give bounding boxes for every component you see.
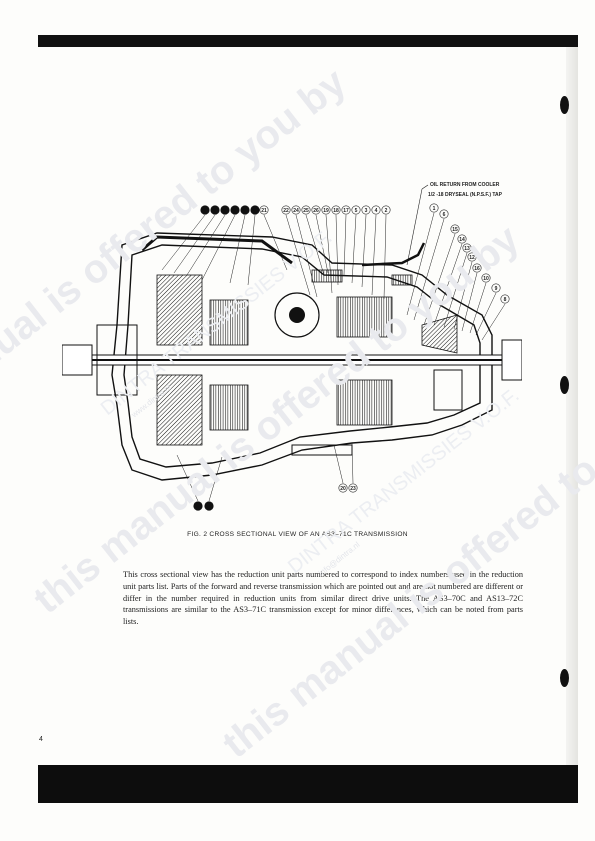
callout-16: 16 [474,266,480,272]
callout-numbers-bottom: 20 23 [338,483,358,493]
callout-25: 25 [303,208,309,214]
callout-6: 6 [443,212,446,218]
note-oil-return: OIL RETURN FROM COOLER [430,182,500,188]
callout-4: 4 [375,208,378,214]
callout-14: 14 [459,237,465,243]
callout-3: 3 [365,208,368,214]
oil-return-line [361,242,426,267]
main-shaft [62,324,522,396]
callout-18: 18 [333,208,339,214]
leader-lines [161,212,506,502]
callout-15: 15 [452,227,458,233]
figure-caption: FIG. 2 CROSS SECTIONAL VIEW OF AN AS3–71… [187,531,408,538]
callout-26: 26 [313,208,319,214]
callout-2: 2 [385,208,388,214]
transmission-cross-section-drawing: OIL RETURN FROM COOLER 1/2 -18 DRYSEAL (… [62,182,522,511]
callout-8: 8 [504,297,507,303]
callout-dots-top [200,205,260,215]
callout-21: 21 [261,208,267,214]
scan-top-border [38,35,578,47]
callout-12: 12 [469,255,475,261]
callout-19: 19 [323,208,329,214]
note-dryseal-tap: 1/2 -18 DRYSEAL (N.P.S.F.) TAP [428,192,503,198]
callout-5: 5 [355,208,358,214]
callout-10: 10 [483,276,489,282]
gear-sets [156,269,463,456]
callout-9: 9 [495,286,498,292]
callout-22: 22 [283,208,289,214]
oil-passage [141,235,293,265]
callout-numbers-top: 21 22 24 25 26 19 18 17 5 3 4 2 1 [259,203,510,304]
callout-17: 17 [343,208,349,214]
binder-hole-top [560,96,569,114]
callout-20: 20 [340,486,346,492]
callout-24: 24 [293,208,299,214]
scan-right-edge [566,47,578,765]
body-paragraph: This cross sectional view has the reduct… [123,570,523,627]
callout-13: 13 [464,246,470,252]
page-number: 4 [39,736,43,743]
callout-23: 23 [350,486,356,492]
callout-dots-bottom [193,501,214,511]
binder-hole-bottom [560,669,569,687]
callout-1: 1 [433,206,436,212]
scan-bottom-border [38,765,578,803]
binder-hole-middle [560,376,569,394]
